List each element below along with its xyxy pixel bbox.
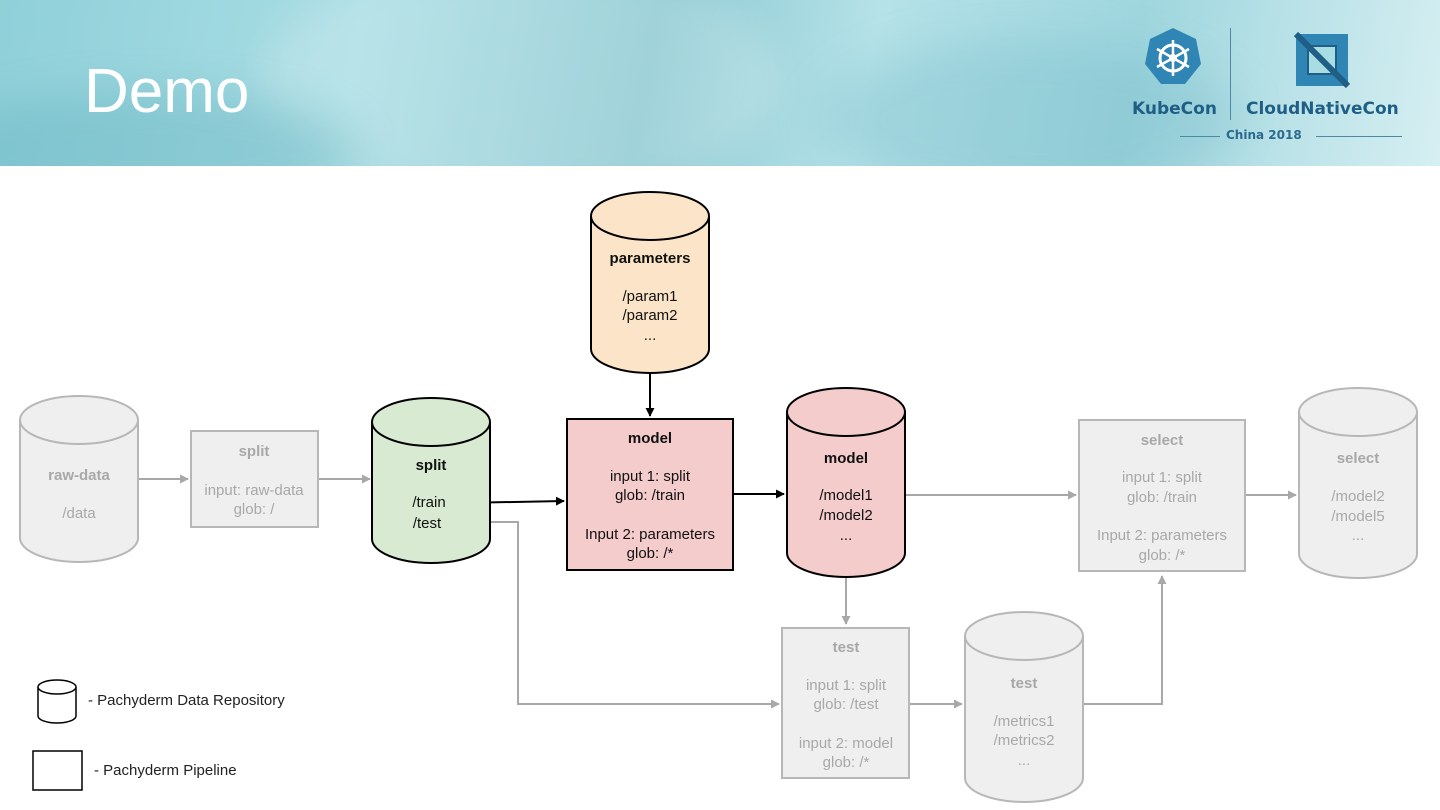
parameters-repo-title: parameters [610,250,691,267]
split-pipeline-input: input: raw-data [204,482,304,499]
model-pipeline-input1: input 1: split [610,468,691,485]
test-pipeline-glob1: glob: /test [813,696,879,713]
model-repo-model1: /model1 [819,487,872,504]
legend-pipeline-symbol [32,750,83,791]
parameters-repo[interactable]: parameters /param1 /param2 ... [590,191,710,374]
select-pipeline-glob2: glob: /* [1139,547,1186,564]
legend-pipeline-label: - Pachyderm Pipeline [94,762,237,779]
select-repo-model2: /model2 [1331,488,1384,505]
model-repo-model2: /model2 [819,507,872,524]
model-pipeline-input2: Input 2: parameters [585,526,715,543]
edge-test-repo-to-select [1084,575,1167,705]
kubernetes-wheel-icon [1145,28,1201,84]
test-repo-metrics1: /metrics1 [994,713,1055,730]
split-repo-test: /test [413,515,442,532]
test-repo-title: test [1011,675,1038,692]
split-repo-title: split [416,457,447,474]
event-rule-right [1316,136,1402,137]
select-repo-model5: /model5 [1331,508,1384,525]
select-pipeline-title: select [1141,432,1184,449]
raw-data-repo-line: /data [62,505,96,522]
model-pipeline-glob2: glob: /* [627,545,674,562]
conference-logo: KubeCon CloudNativeCon China 2018 [1120,22,1420,152]
select-pipeline[interactable]: select input 1: split glob: /train Input… [1078,419,1246,572]
cloudnativecon-label: CloudNativeCon [1246,99,1399,119]
model-repo-ellipsis: ... [840,527,853,544]
test-repo[interactable]: test /metrics1 /metrics2 ... [964,611,1084,803]
select-pipeline-input2: Input 2: parameters [1097,527,1227,544]
event-rule-left [1180,136,1220,137]
event-label: China 2018 [1226,128,1302,142]
split-repo-train: /train [412,494,445,511]
test-repo-metrics2: /metrics2 [994,732,1055,749]
test-pipeline-input2: input 2: model [799,735,893,752]
model-repo-title: model [824,450,868,467]
test-pipeline[interactable]: test input 1: split glob: /test input 2:… [781,627,910,779]
split-pipeline-title: split [239,443,270,460]
legend-repo-label: - Pachyderm Data Repository [88,692,285,709]
test-pipeline-glob2: glob: /* [823,754,870,771]
header-banner: Demo KubeCon CloudNativeCon [0,0,1440,166]
parameters-repo-param2: /param2 [622,307,677,324]
test-repo-ellipsis: ... [1018,752,1031,769]
split-pipeline[interactable]: split input: raw-data glob: / [190,430,319,528]
split-repo[interactable]: split /train /test [371,397,491,564]
raw-data-repo[interactable]: raw-data /data [19,395,139,563]
cncf-square-icon [1294,32,1350,88]
select-repo[interactable]: select /model2 /model5 ... [1298,387,1418,579]
select-repo-title: select [1337,450,1380,467]
model-pipeline-glob1: glob: /train [615,487,685,504]
legend-repo-symbol [37,679,77,724]
select-repo-ellipsis: ... [1352,527,1365,544]
test-pipeline-title: test [833,639,860,656]
parameters-repo-ellipsis: ... [644,327,657,344]
split-pipeline-glob: glob: / [234,501,276,518]
select-pipeline-glob1: glob: /train [1127,489,1197,506]
model-repo[interactable]: model /model1 /model2 ... [786,387,906,578]
model-pipeline-title: model [628,430,672,447]
parameters-repo-param1: /param1 [622,288,677,305]
test-pipeline-input1: input 1: split [806,677,887,694]
logo-divider [1230,28,1231,120]
pipeline-diagram: raw-data /data split input: raw-data glo… [19,191,1418,803]
raw-data-repo-title: raw-data [48,467,110,484]
select-pipeline-input1: input 1: split [1122,469,1203,486]
slide-title: Demo [84,57,250,126]
kubecon-label: KubeCon [1132,99,1217,119]
model-pipeline[interactable]: model input 1: split glob: /train Input … [566,418,734,571]
